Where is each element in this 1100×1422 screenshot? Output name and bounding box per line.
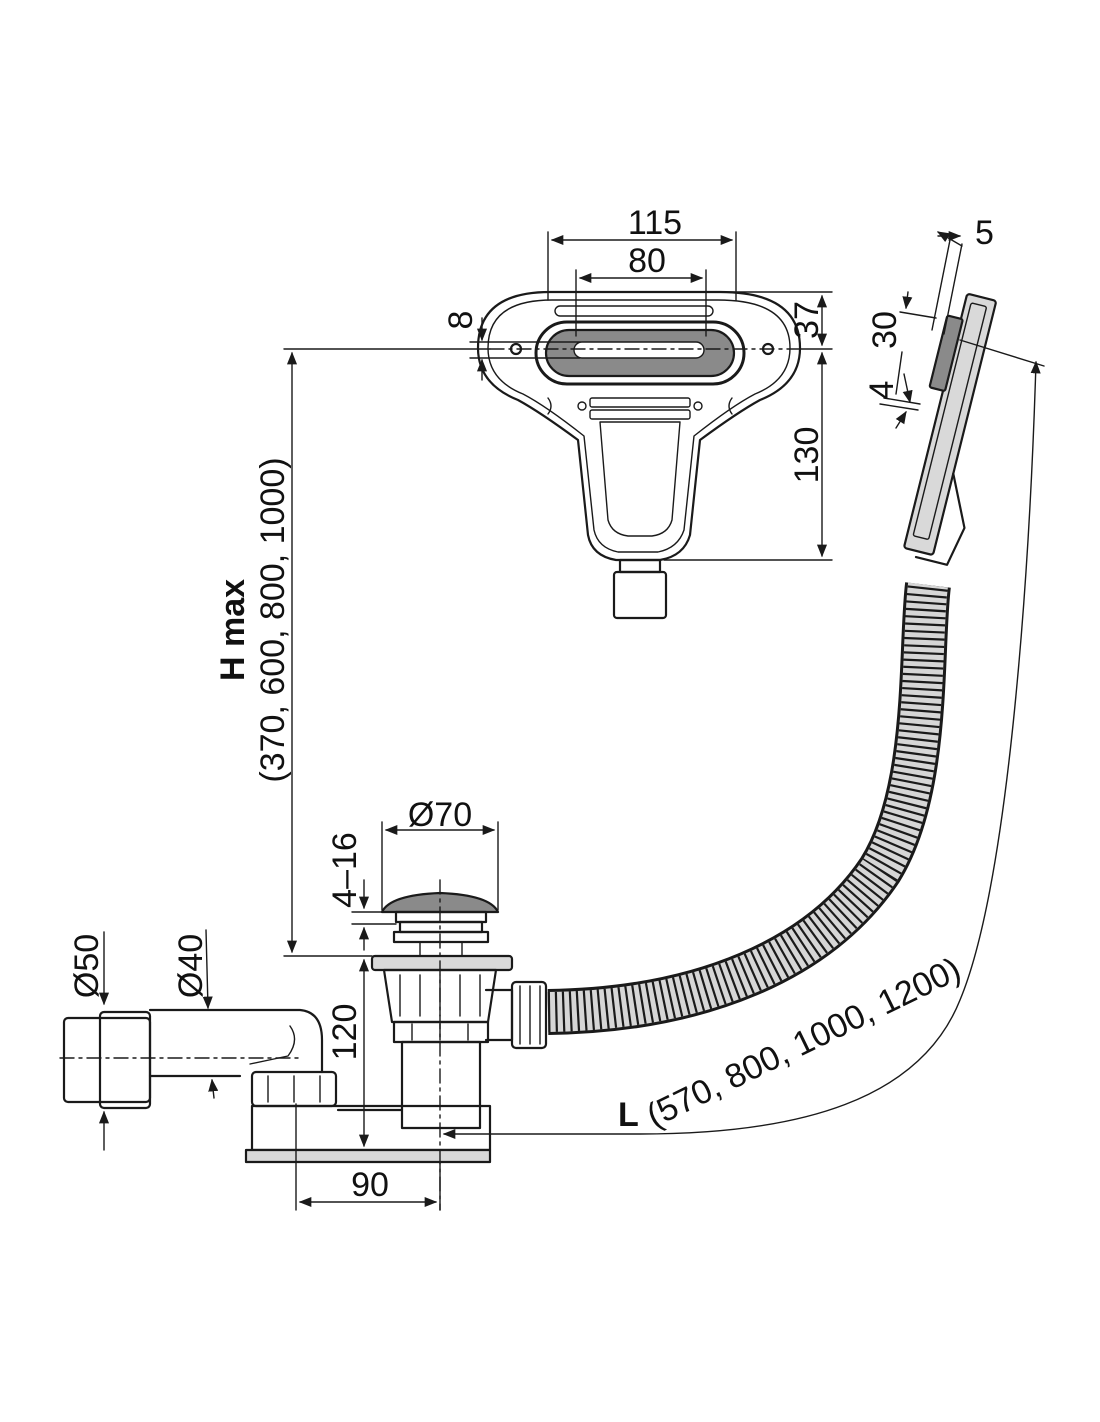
dim-label-130: 130 (788, 427, 826, 484)
dim-label-d50: Ø50 (68, 934, 106, 998)
overflow-side-view (903, 293, 997, 566)
overflow-clips (547, 397, 733, 415)
dim-label-5: 5 (975, 214, 994, 252)
dimension-90: 90 (295, 1103, 441, 1211)
cap-ring-1 (394, 910, 488, 924)
dimension-120: 120 (326, 958, 370, 1148)
outlet-pipe-collar (98, 1010, 152, 1110)
cap-ring-2 (398, 920, 484, 934)
dim-label-30: 30 (866, 311, 904, 349)
outlet-nut (250, 1070, 338, 1108)
waste-assembly (59, 879, 548, 1211)
dimension-115: 115 (547, 204, 737, 301)
hose-corrugation (547, 582, 948, 1032)
dim-label-90: 90 (351, 1166, 389, 1204)
hose-nut (510, 980, 548, 1050)
rib-2 (589, 409, 691, 420)
overflow-head-front-view (476, 290, 802, 620)
dimension-hmax: H max (370, 600, 800, 1000) (214, 348, 491, 957)
dim-label-115: 115 (628, 204, 682, 242)
outlet-nut-ribs (267, 1075, 321, 1103)
dimension-4: 4 (863, 373, 919, 429)
dimension-d50: Ø50 (68, 931, 110, 1151)
hmax-values: (370, 600, 800, 1000) (254, 457, 292, 782)
trap-base-plate (244, 1148, 492, 1164)
dim-label-d70: Ø70 (408, 796, 472, 834)
dimension-37: 37 (719, 291, 833, 350)
rib-dot-left (577, 401, 587, 411)
drain-nut-upper (392, 1020, 490, 1044)
overflow-top-slot (554, 305, 714, 317)
l-curve (442, 360, 1041, 1140)
dim-label-37: 37 (788, 301, 826, 339)
dim-label-4-16: 4–16 (326, 832, 364, 908)
hmax-label: H max (214, 579, 252, 681)
dimension-30: 30 (866, 291, 937, 405)
drain-flange (370, 954, 514, 972)
dim-label-d40: Ø40 (172, 934, 210, 998)
hose-nut-ribs (519, 985, 541, 1045)
dimension-d40: Ø40 (172, 929, 219, 1099)
dimension-80: 80 (575, 242, 707, 337)
l-label: L (618, 1096, 639, 1134)
dim-label-120: 120 (326, 1004, 364, 1061)
outlet-pipe (62, 1016, 152, 1104)
dim-label-8: 8 (442, 311, 480, 330)
outlet-elbow (148, 1008, 324, 1078)
trap-body (400, 1040, 482, 1130)
overflow-slot (573, 341, 705, 359)
corrugated-hose (547, 582, 951, 1035)
overflow-spigot-collar (618, 558, 662, 574)
elbow-inner (249, 1025, 296, 1065)
dim-label-80: 80 (628, 242, 666, 280)
overflow-spigot (612, 570, 668, 620)
cap-ring-3 (392, 930, 490, 944)
rib-1 (589, 397, 691, 408)
cap-stem (419, 941, 463, 957)
rib-dot-right (693, 401, 703, 411)
dimension-4-16: 4–16 (326, 832, 397, 951)
overflow-channel (599, 421, 681, 537)
dim-label-4: 4 (863, 381, 901, 400)
dimension-5: 5 (931, 214, 994, 335)
